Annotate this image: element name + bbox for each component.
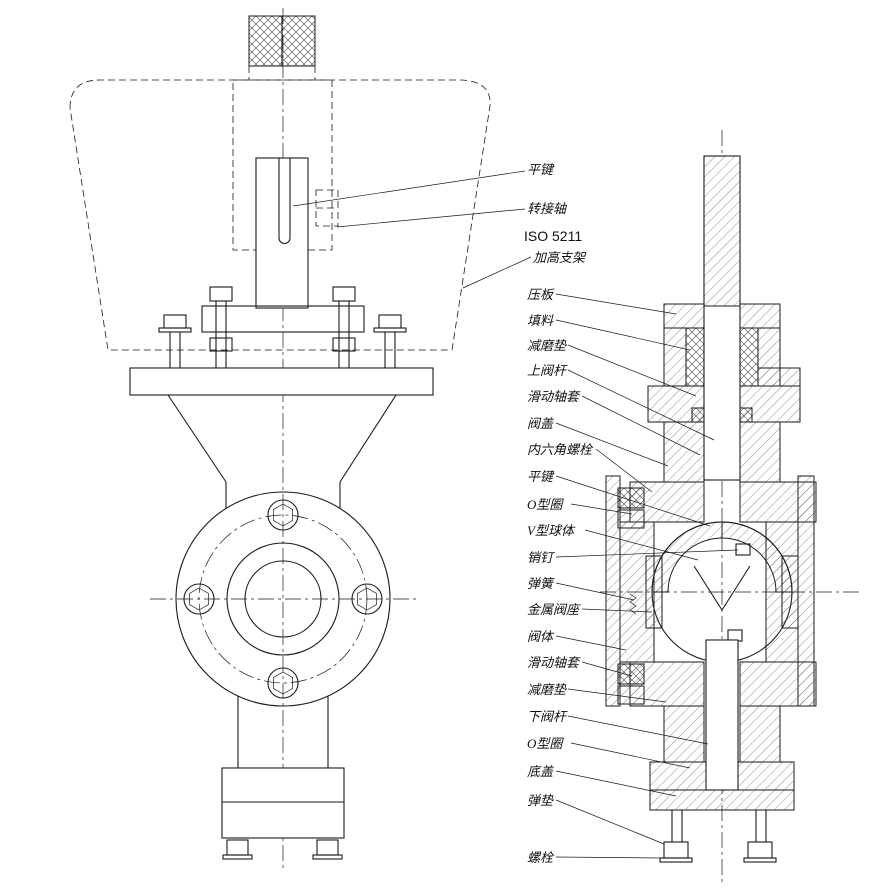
tapered-neck [167, 394, 397, 508]
leader-spring-washer [555, 799, 665, 845]
mounting-flange [129, 367, 434, 396]
pin-screw-upper [735, 543, 751, 556]
label-packing: 填料 [527, 313, 554, 328]
bolt-hole-top [267, 499, 299, 531]
leader-lines [292, 170, 739, 859]
leader-o-ring-lower [570, 742, 691, 769]
shaft-top-block [248, 15, 316, 80]
valve-ball [629, 521, 799, 663]
leader-bolt [555, 856, 661, 859]
leader-adapter-shaft [336, 208, 526, 228]
leader-upper-stem [567, 369, 715, 441]
leader-wear-pad-lower [567, 688, 667, 703]
v-port [693, 565, 751, 612]
bolt-hole-bottom [267, 667, 299, 699]
iso-mounting-pad [158, 286, 407, 368]
label-metal-seat: 金属阀座 [527, 602, 581, 617]
part-labels: 平键 转接轴 ISO 5211 加高支架 压板 填料 减磨垫 上阀杆 滑动轴套 … [524, 162, 594, 865]
label-raised-bracket: 加高支架 [533, 250, 587, 265]
leader-flat-key-top [292, 170, 526, 207]
front-view [69, 8, 491, 872]
metal-seat-right [781, 555, 799, 629]
leader-v-ball [584, 529, 699, 561]
front-bottom-cover [221, 767, 345, 860]
leader-pin [555, 549, 739, 558]
valve-body-upper [617, 481, 817, 529]
label-o-ring-lower: O型圈 [527, 736, 564, 751]
adapter-shaft [255, 157, 309, 309]
pin-screw-lower [727, 629, 743, 642]
section-bottom-cover [649, 761, 795, 863]
label-gland-plate: 压板 [527, 287, 555, 302]
leader-raised-bracket [462, 256, 532, 289]
bonnet-flange [647, 385, 801, 423]
leader-sliding-bushing-upper [581, 395, 701, 456]
label-bonnet: 阀盖 [527, 416, 554, 431]
leader-bonnet [555, 422, 669, 467]
leader-bottom-cover [555, 770, 677, 797]
label-o-ring-upper: O型圈 [527, 497, 564, 512]
bolt-hole-right [351, 583, 383, 615]
label-upper-stem: 上阀杆 [527, 363, 568, 378]
label-spring: 弹簧 [527, 576, 555, 591]
label-bottom-cover: 底盖 [527, 764, 554, 779]
bolt-hole-left [183, 583, 215, 615]
body-flange-circle [175, 491, 391, 707]
label-spring-washer: 弹垫 [527, 793, 555, 808]
lower-neck [237, 696, 329, 768]
lower-valve-stem [705, 639, 739, 791]
label-v-ball: V型球体 [527, 523, 576, 538]
label-flat-key-top: 平键 [527, 162, 555, 177]
leader-wear-pad-upper [567, 344, 697, 397]
upper-valve-stem [703, 155, 741, 481]
leader-hex-socket-bolt [595, 448, 653, 493]
label-wear-pad-lower: 减磨垫 [527, 682, 568, 697]
label-iso-5211: ISO 5211 [524, 228, 582, 244]
label-pin: 销钉 [527, 550, 555, 565]
label-lower-stem: 下阀杆 [527, 709, 568, 724]
section-lower-neck [663, 705, 781, 763]
leader-o-ring-upper [570, 503, 633, 515]
leader-lower-stem [567, 715, 709, 745]
leader-spring [555, 582, 635, 601]
label-sliding-bushing-upper: 滑动轴套 [527, 389, 581, 404]
leader-packing [555, 319, 691, 351]
leader-gland-plate [555, 293, 677, 315]
valve-body-lower [617, 661, 817, 707]
leader-flat-key [555, 475, 711, 527]
label-wear-pad-upper: 减磨垫 [527, 338, 568, 353]
label-hex-socket-bolt: 内六角螺栓 [527, 442, 594, 457]
label-bolt: 螺栓 [527, 850, 555, 865]
leader-metal-seat [581, 608, 653, 613]
seat-spring [629, 593, 637, 615]
mounting-bracket-outline [69, 79, 491, 351]
metal-seat-left [645, 555, 663, 629]
section-view [600, 130, 862, 882]
gland-plate [663, 303, 781, 329]
label-flat-key: 平键 [527, 469, 555, 484]
leader-valve-body [555, 635, 627, 651]
keyway-slot [278, 158, 291, 244]
leader-sliding-bushing-lower [581, 661, 633, 677]
label-adapter-shaft: 转接轴 [527, 201, 568, 216]
label-sliding-bushing-lower: 滑动轴套 [527, 655, 581, 670]
label-valve-body: 阀体 [527, 629, 555, 644]
packing-box [663, 327, 801, 387]
